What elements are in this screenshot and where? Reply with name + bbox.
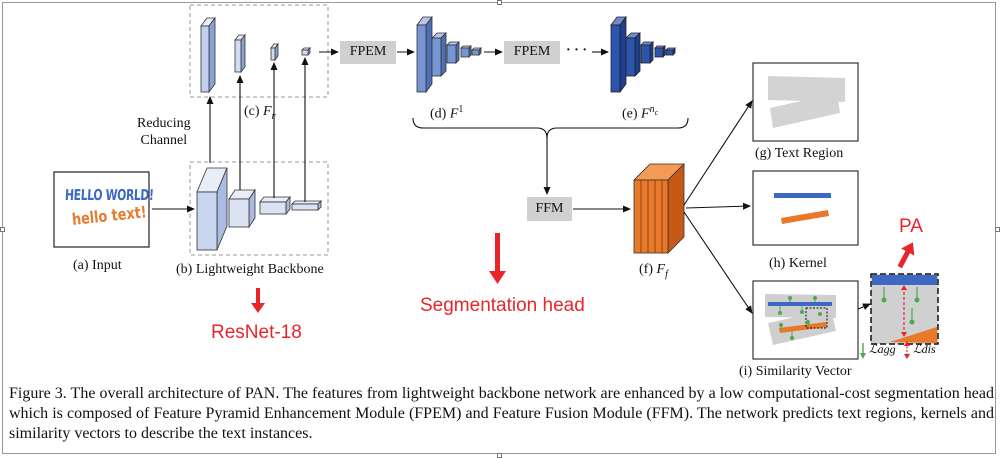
label-fnc-supsub: c [654,108,659,117]
input-image-frame [53,171,150,248]
figure-caption: Figure 3. The overall architecture of PA… [9,385,994,442]
annotation-pa: PA [899,216,923,237]
label-fr-prefix: (c) [244,104,264,119]
label-fr-symbol: F [263,104,272,119]
label-fr-sub: r [271,110,276,122]
fnc-blocks [610,15,676,94]
fr-blocks [200,16,311,94]
label-text-region: (g) Text Region [755,146,844,161]
label-fr: (c) Fr [244,104,276,122]
label-ff: (f) Ff [639,262,668,280]
label-fnc-sup: n [649,104,655,115]
label-f1-prefix: (d) [430,106,450,122]
backbone-blocks [196,167,322,251]
kernel-box [752,170,859,246]
fpem-module-2: FPEM [504,41,560,64]
label-ff-symbol: F [656,262,666,277]
label-f1-sup: 1 [458,104,464,115]
label-similarity-vector: (i) Similarity Vector [739,364,852,379]
label-fnc-prefix: (e) [622,106,642,122]
input-text-line1: HELLO WORLD! [64,186,155,204]
label-lagg: ℒagg [869,342,896,356]
red-arrow-pa [897,242,915,269]
label-channel: Channel [140,133,188,148]
ffm-module: FFM [527,197,572,221]
label-f1-symbol: F [449,106,459,122]
label-input: (a) Input [73,258,122,273]
annotation-seg-head: Segmentation head [420,295,585,316]
resize-handle-top[interactable] [497,0,502,5]
fpem-module-1: FPEM [340,41,396,64]
fr-dashed-box [189,4,329,98]
label-reducing-channel: Reducing Channel [137,115,191,149]
annotation-resnet: ResNet-18 [211,322,302,343]
red-arrow-seg-head [489,233,506,284]
label-ldis: ℒdis [913,342,936,356]
ff-block [633,163,685,254]
label-backbone: (b) Lightweight Backbone [176,262,324,277]
resize-handle-left[interactable] [0,227,5,232]
fpem-ellipsis: · · · [566,43,588,58]
label-kernel: (h) Kernel [769,256,827,271]
f1-blocks [416,15,482,94]
label-fnc: (e) Fnc [622,104,658,123]
label-fnc-symbol: F [641,106,650,122]
red-arrow-resnet [251,288,265,313]
label-ff-sub: f [665,268,668,280]
label-f1: (d) F1 [430,104,463,123]
label-reducing: Reducing [137,116,191,131]
label-ff-prefix: (f) [639,262,657,277]
